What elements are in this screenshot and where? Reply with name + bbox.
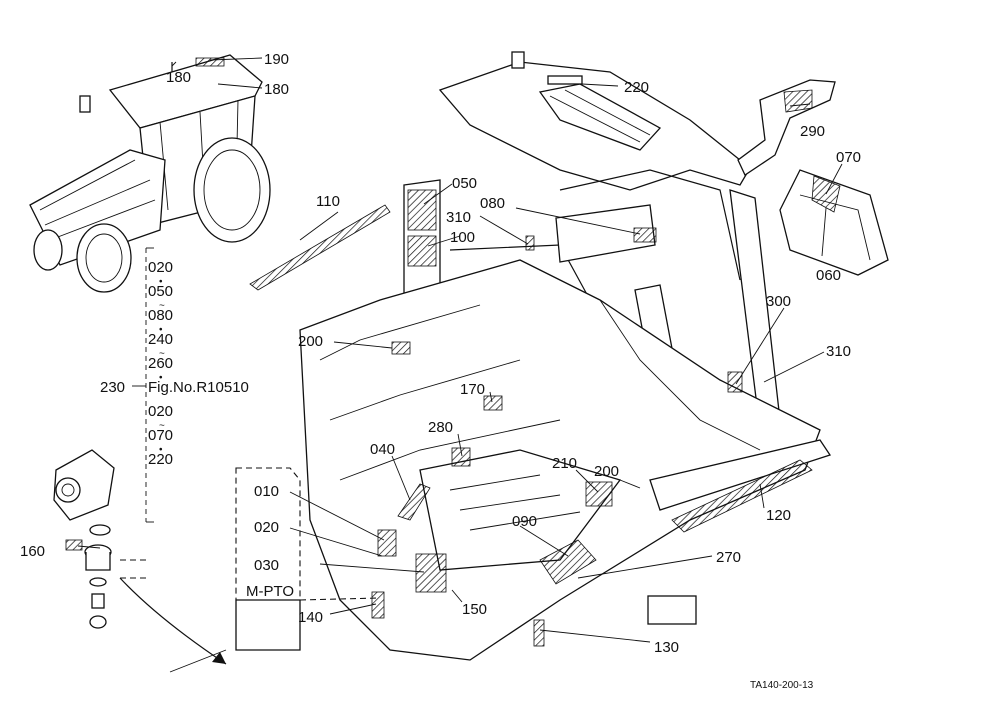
callout-310-right: 310 xyxy=(826,343,851,360)
pto-parts-assembly xyxy=(53,449,227,673)
callout-100: 100 xyxy=(450,229,475,246)
callout-170: 170 xyxy=(460,381,485,398)
callout-180-top: 180 xyxy=(166,69,191,86)
callout-270: 270 xyxy=(716,549,741,566)
reference-item: 080 xyxy=(148,307,173,324)
callout-120: 120 xyxy=(766,507,791,524)
part-number-callouts: 180 190 180 220 290 070 060 110 050 310 … xyxy=(20,51,861,691)
leader-lines xyxy=(77,61,843,643)
mpto-label: M-PTO xyxy=(246,583,294,600)
callout-180-right: 180 xyxy=(264,81,289,98)
callout-050: 050 xyxy=(452,175,477,192)
tractor-overview-illustration xyxy=(29,54,271,293)
reference-list: 020•050~080•240~260•Fig.No.R10510020~070… xyxy=(145,247,249,523)
callout-020: 020 xyxy=(254,519,279,536)
reference-separator: • xyxy=(159,277,163,288)
reference-item: 020 xyxy=(148,259,173,276)
callout-220: 220 xyxy=(624,79,649,96)
reference-item: 240 xyxy=(148,331,173,348)
reference-separator: • xyxy=(159,373,163,384)
callout-310-top: 310 xyxy=(446,209,471,226)
reference-item: 260 xyxy=(148,355,173,372)
reference-separator: • xyxy=(159,445,163,456)
reference-separator: ~ xyxy=(159,349,165,360)
reference-item: 020 xyxy=(148,403,173,420)
callout-080: 080 xyxy=(480,195,505,212)
callout-230: 230 xyxy=(100,379,125,396)
reference-item: Fig.No.R10510 xyxy=(148,379,249,396)
callout-130: 130 xyxy=(654,639,679,656)
callout-040: 040 xyxy=(370,441,395,458)
reference-item: 050 xyxy=(148,283,173,300)
callout-210: 210 xyxy=(552,455,577,472)
callout-090: 090 xyxy=(512,513,537,530)
callout-280: 280 xyxy=(428,419,453,436)
decal-regions xyxy=(249,89,841,647)
reference-separator: • xyxy=(159,325,163,336)
callout-030: 030 xyxy=(254,557,279,574)
callout-290: 290 xyxy=(800,123,825,140)
callout-060: 060 xyxy=(816,267,841,284)
reference-item: 220 xyxy=(148,451,173,468)
callout-150: 150 xyxy=(462,601,487,618)
callout-010: 010 xyxy=(254,483,279,500)
reference-separator: ~ xyxy=(159,421,165,432)
callout-140: 140 xyxy=(298,609,323,626)
callout-300: 300 xyxy=(766,293,791,310)
callout-110: 110 xyxy=(316,193,340,210)
callout-160: 160 xyxy=(20,543,45,560)
callout-200-mid: 200 xyxy=(594,463,619,480)
figure-code: TA140-200-13 xyxy=(750,680,814,691)
reference-separator: ~ xyxy=(159,301,165,312)
callout-070: 070 xyxy=(836,149,861,166)
callout-190: 190 xyxy=(264,51,289,68)
callout-200-left: 200 xyxy=(298,333,323,350)
reference-item: 070 xyxy=(148,427,173,444)
